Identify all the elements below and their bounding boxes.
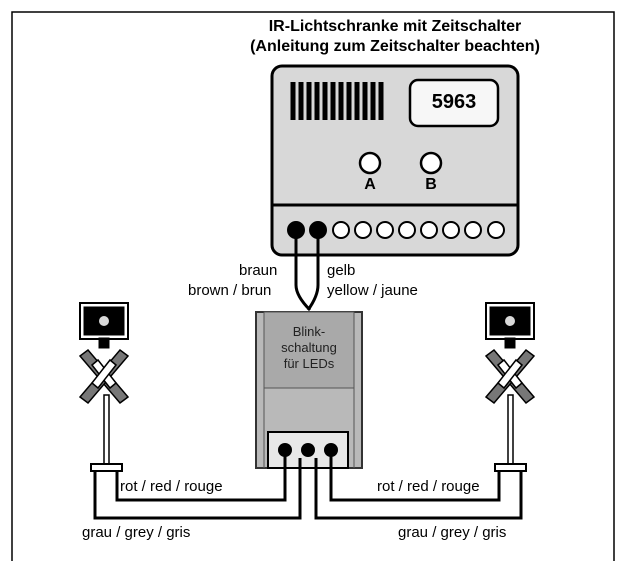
button-a-label: A bbox=[364, 176, 376, 193]
wire-red-right bbox=[329, 450, 501, 502]
model-number-plate bbox=[408, 78, 500, 128]
right-crossing-signal bbox=[484, 302, 536, 472]
button-b-icon bbox=[419, 151, 443, 175]
model-number: 5963 bbox=[431, 91, 477, 113]
button-a-icon bbox=[358, 151, 382, 175]
wire-yellow bbox=[306, 230, 320, 311]
title-line-2: (Anleitung zum Zeitschalter beachten) bbox=[250, 38, 540, 55]
left-crossing-signal bbox=[78, 302, 130, 472]
diagram-frame bbox=[11, 11, 615, 561]
wire-grey-left bbox=[93, 458, 302, 520]
wire-red-left bbox=[115, 450, 287, 502]
wire-brown-label-de: braun bbox=[239, 262, 278, 279]
blinker-label-line-3: für LEDs bbox=[283, 356, 335, 371]
wire-red-left-label: rot / red / rouge bbox=[120, 478, 223, 495]
wire-yellow-label-de: gelb bbox=[327, 262, 356, 279]
title-line-1: IR-Lichtschranke mit Zeitschalter bbox=[268, 18, 522, 35]
button-b-label: B bbox=[425, 176, 437, 193]
blinker-terminal-2 bbox=[301, 443, 315, 457]
wire-brown-label-en-fr: brown / brun bbox=[188, 282, 272, 299]
wire-brown bbox=[294, 230, 312, 312]
wire-grey-right-label: grau / grey / gris bbox=[398, 524, 507, 541]
wire-yellow-label-en-fr: yellow / jaune bbox=[327, 282, 418, 299]
wire-grey-right bbox=[314, 458, 523, 520]
blinker-label-line-1: Blink- bbox=[292, 324, 326, 339]
wire-red-right-label: rot / red / rouge bbox=[377, 478, 480, 495]
blinker-module-label-panel bbox=[263, 311, 355, 389]
wire-grey-left-label: grau / grey / gris bbox=[82, 524, 191, 541]
output-wires bbox=[93, 450, 523, 520]
ir-device-vent-grille bbox=[290, 82, 384, 120]
blinker-label-line-2: schaltung bbox=[281, 340, 337, 355]
